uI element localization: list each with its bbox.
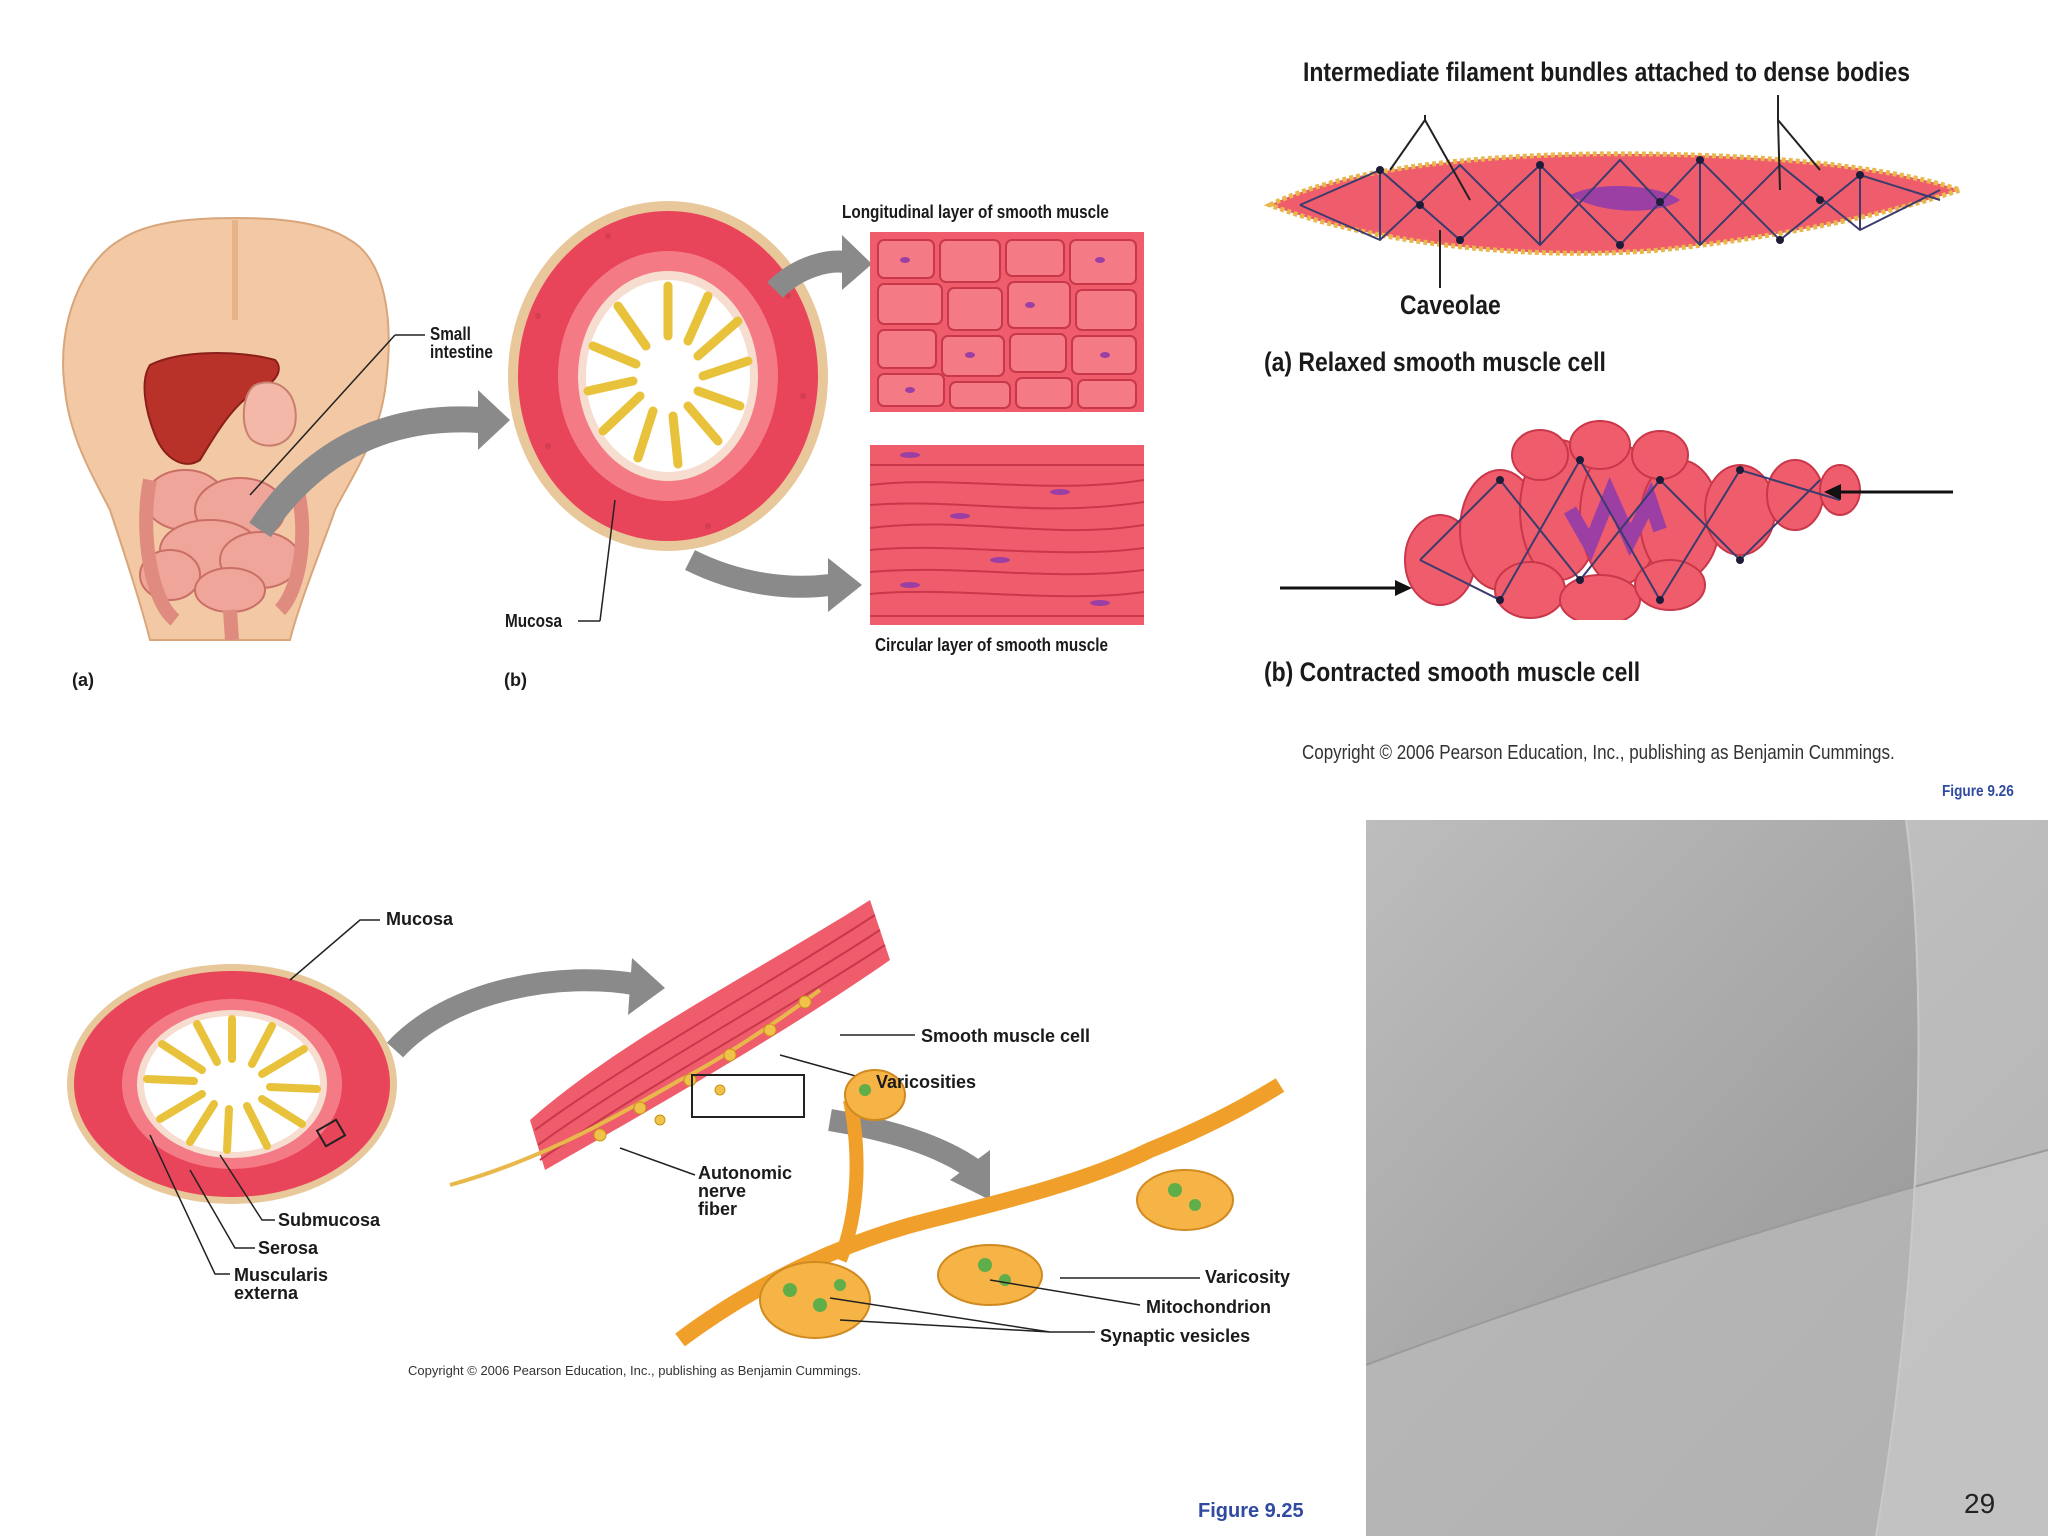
label-muscularis-externa: Muscularis externa	[234, 1265, 329, 1303]
label-caveolae: Caveolae	[1400, 290, 1501, 320]
label-synaptic-vesicles: Synaptic vesicles	[1100, 1326, 1251, 1346]
autonomic-innervation-figure	[0, 880, 1320, 1400]
copyright-top: Copyright © 2006 Pearson Education, Inc.…	[1302, 742, 1895, 764]
decorative-gray-panel	[1366, 820, 2048, 1536]
label-autonomic-nerve-fiber: Autonomic nerve fiber	[698, 1163, 792, 1219]
label-mucosa-top: Mucosa	[505, 611, 562, 631]
small-intestine-figure	[0, 180, 1180, 700]
panel-b-label: (b)	[504, 670, 527, 690]
caption-contracted: (b) Contracted smooth muscle cell	[1264, 657, 1641, 687]
figure-label-9-25: Figure 9.25	[1198, 1500, 1304, 1522]
label-intermediate-filament: Intermediate filament bundles attached t…	[1303, 57, 1911, 87]
figure-label-9-26: Figure 9.26	[1942, 783, 2014, 800]
label-longitudinal-layer: Longitudinal layer of smooth muscle	[842, 202, 1109, 222]
smooth-muscle-cell-figure	[1240, 40, 2040, 620]
label-varicosity: Varicosity	[1205, 1267, 1291, 1287]
label-varicosities: Varicosities	[876, 1072, 977, 1092]
page-number: 29	[1964, 1488, 1996, 1519]
label-serosa: Serosa	[258, 1238, 319, 1258]
copyright-bottom: Copyright © 2006 Pearson Education, Inc.…	[408, 1363, 862, 1378]
label-mitochondrion: Mitochondrion	[1146, 1297, 1271, 1317]
panel-a-label: (a)	[72, 670, 94, 690]
label-circular-layer: Circular layer of smooth muscle	[875, 635, 1108, 655]
label-smooth-muscle-cell: Smooth muscle cell	[921, 1026, 1091, 1046]
label-mucosa-bottom: Mucosa	[386, 909, 454, 929]
label-submucosa: Submucosa	[278, 1210, 381, 1230]
label-small-intestine: Small intestine	[430, 324, 493, 362]
caption-relaxed: (a) Relaxed smooth muscle cell	[1264, 347, 1606, 377]
